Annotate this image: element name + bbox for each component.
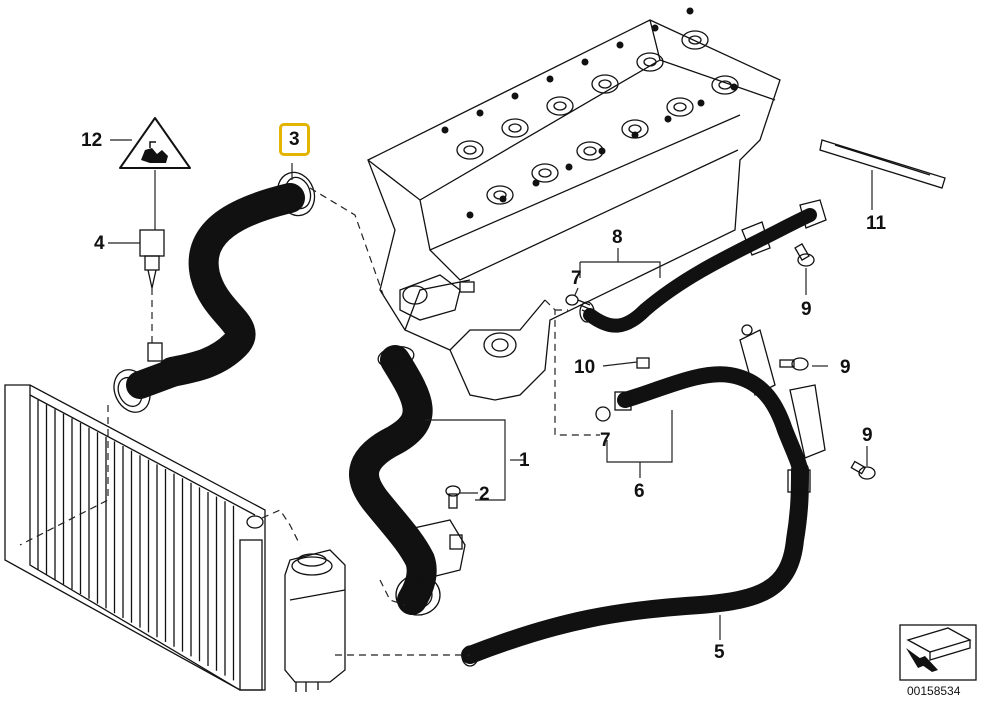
bolt-part-9c (850, 460, 876, 480)
label-part-9c: 9 (862, 425, 873, 446)
label-part-1: 1 (519, 450, 530, 471)
head-bolt (664, 115, 672, 123)
label-part-2: 2 (479, 484, 490, 505)
hose-part-3 (157, 171, 316, 387)
engine-cylinder-head (367, 7, 781, 401)
head-bolt (546, 75, 554, 83)
cable-tie-part-11 (819, 139, 946, 189)
o-ring-part-7b (595, 406, 611, 422)
label-part-9a: 9 (801, 299, 812, 320)
cam-journal-bore (643, 57, 657, 67)
label-part-9b: 9 (840, 357, 851, 378)
cam-journal (531, 163, 559, 183)
document-number: 00158534 (907, 684, 961, 698)
expansion-tank (284, 549, 346, 692)
head-bolt (499, 195, 507, 203)
head-bolt (598, 147, 606, 155)
head-bolt (631, 131, 639, 139)
screw-part-2 (445, 485, 461, 509)
head-bolt (532, 179, 540, 187)
label-part-4: 4 (94, 233, 105, 254)
label-part-3-highlighted: 3 (279, 123, 310, 156)
cam-journal (486, 185, 514, 205)
cam-journal (501, 118, 529, 138)
head-bolt (476, 109, 484, 117)
head-bolt (565, 163, 573, 171)
cam-journal-bore (538, 168, 552, 178)
head-bolt (686, 7, 694, 15)
cam-journal-bore (598, 79, 612, 89)
cam-journal (546, 96, 574, 116)
hose-part-6 (614, 324, 826, 478)
head-bolt (697, 99, 705, 107)
label-part-11: 11 (866, 213, 887, 234)
radiator (4, 384, 266, 691)
cam-journal (681, 30, 709, 50)
head-bolt (441, 126, 449, 134)
cam-journal-bore (673, 102, 687, 112)
cam-journal-bore (718, 80, 732, 90)
bolt-part-9b (779, 357, 809, 371)
arrow-nav-icon (899, 624, 977, 681)
head-bolt (581, 58, 589, 66)
cam-journal (666, 97, 694, 117)
temperature-sensor-part-4 (139, 229, 165, 289)
head-bolt (466, 211, 474, 219)
label-part-6: 6 (634, 481, 645, 502)
cam-journal-bore (508, 123, 522, 133)
warning-triangle-icon (119, 117, 191, 169)
leader-lines (19, 139, 873, 656)
head-bolt (616, 41, 624, 49)
clip-part-10 (636, 357, 650, 369)
head-bolt (730, 83, 738, 91)
label-part-8: 8 (612, 227, 623, 248)
cam-journal-bore (583, 146, 597, 156)
cam-journal (636, 52, 664, 72)
label-part-7b: 7 (600, 430, 611, 451)
label-part-7a: 7 (571, 268, 582, 289)
cam-journal (711, 75, 739, 95)
cam-journal (456, 140, 484, 160)
o-ring-part-7a (565, 294, 595, 316)
head-bolt (651, 24, 659, 32)
radiator-neck (113, 342, 189, 413)
cam-journal-bore (463, 145, 477, 155)
label-part-12: 12 (81, 130, 103, 151)
bolt-part-9a (794, 243, 815, 267)
cam-journal-bore (688, 35, 702, 45)
cam-journal (591, 74, 619, 94)
label-part-5: 5 (714, 642, 725, 663)
label-part-10: 10 (574, 357, 596, 378)
hose-part-8 (579, 199, 827, 333)
cam-journal-bore (553, 101, 567, 111)
hose-part-1 (349, 345, 466, 616)
head-bolt (511, 92, 519, 100)
